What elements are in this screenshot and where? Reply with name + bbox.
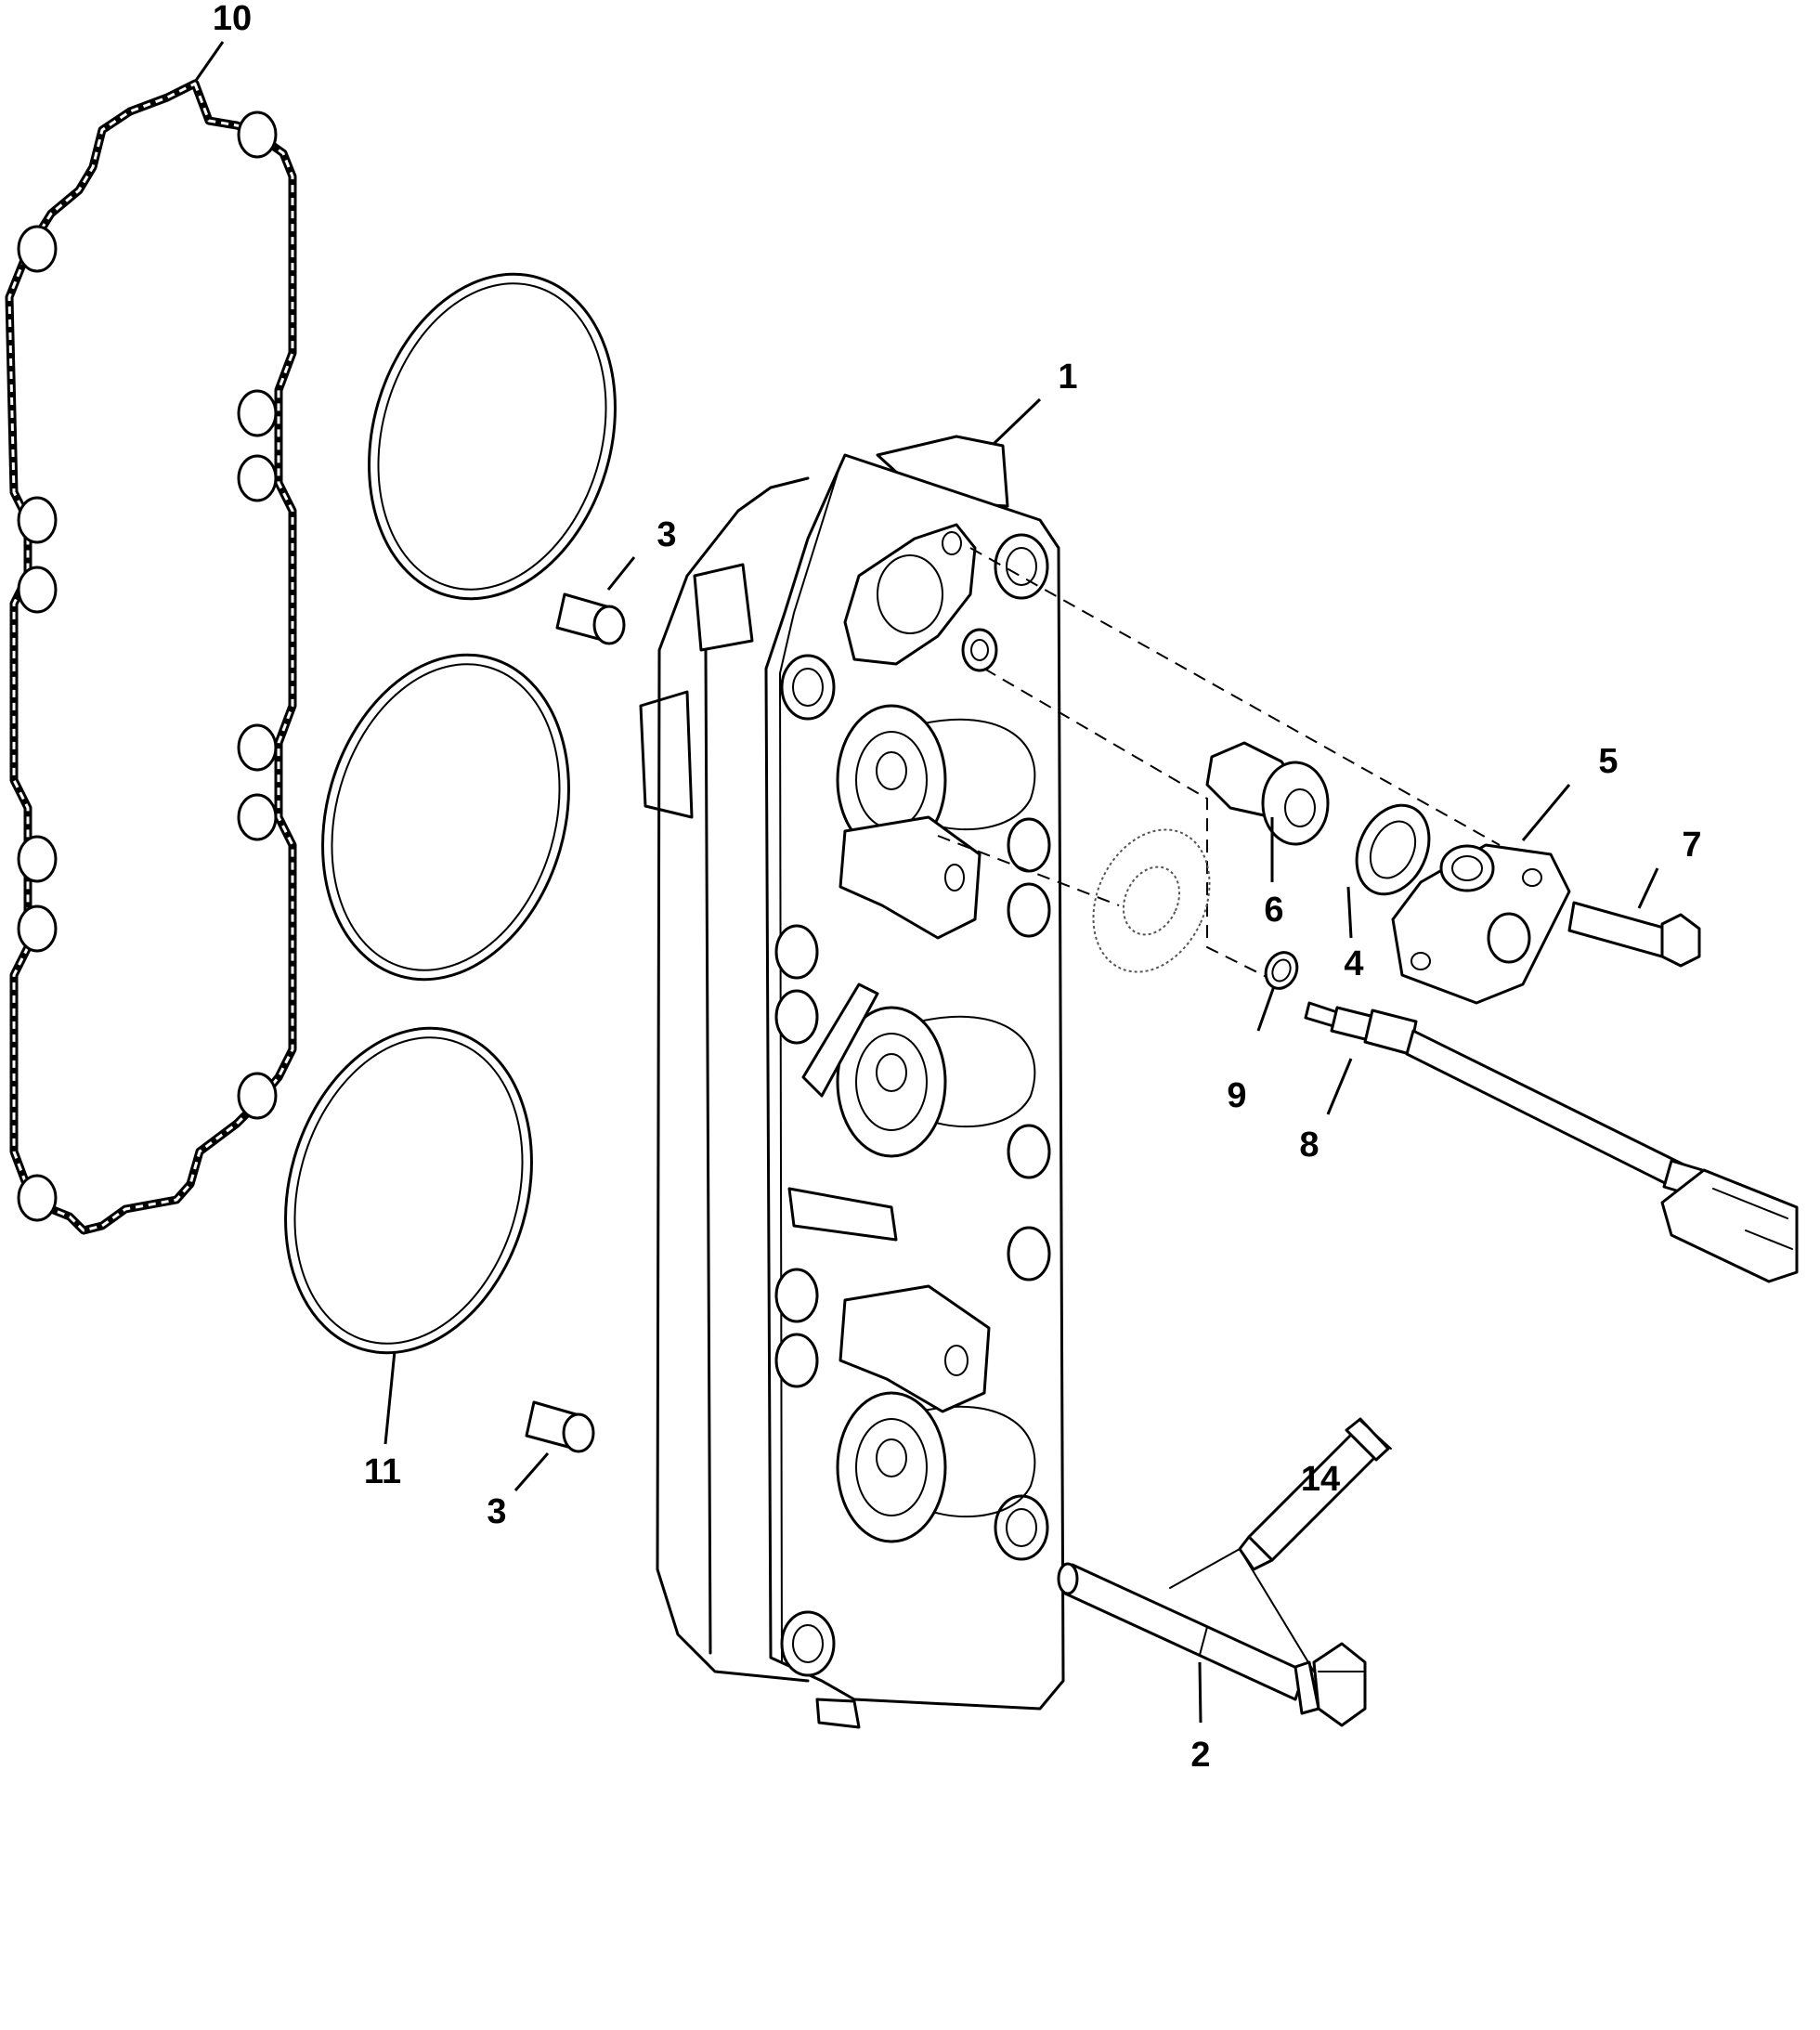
callout-labels: 10 1 3 5 7 6 4 9 8 11 3 14 2 — [213, 0, 1702, 1775]
gasket-bolt-holes — [17, 111, 278, 1222]
cover-lug-lower — [838, 1284, 991, 1413]
washer-part-9 — [1264, 951, 1299, 990]
temperature-sender-part-8 — [1304, 1001, 1799, 1283]
callout-6: 6 — [1264, 891, 1283, 930]
callout-3-lower: 3 — [487, 1492, 506, 1531]
callout-10: 10 — [213, 0, 252, 38]
callout-11: 11 — [364, 1452, 401, 1491]
cover-lug-upper — [838, 815, 982, 940]
callout-8: 8 — [1299, 1126, 1319, 1165]
callout-4: 4 — [1344, 944, 1363, 983]
cover-port-middle — [836, 1006, 1036, 1158]
cover-housing-part-1 — [639, 435, 1065, 1729]
o-rings-part-11 — [284, 272, 617, 1355]
callout-9: 9 — [1227, 1076, 1246, 1115]
assembly-dashed-lines — [937, 547, 1501, 985]
callout-leaders — [193, 41, 1659, 1724]
callout-14: 14 — [1301, 1460, 1340, 1499]
dowel-pin-upper — [555, 592, 626, 645]
cover-port-lower — [836, 1391, 1036, 1543]
sealant-application-lines — [1169, 1548, 1315, 1672]
sealant-tube-part-14 — [1238, 1417, 1392, 1571]
callout-1: 1 — [1058, 358, 1077, 397]
cover-passage-holes — [774, 817, 1051, 1388]
fitting-part-6 — [1205, 741, 1330, 846]
callout-2: 2 — [1190, 1736, 1210, 1775]
gasket-part-10 — [5, 79, 297, 1235]
washer-ghost — [1092, 828, 1211, 973]
dowel-pin-lower — [525, 1400, 595, 1453]
bolt-part-2 — [1057, 1562, 1367, 1727]
callout-7: 7 — [1682, 826, 1701, 865]
bolt-part-7 — [1567, 901, 1701, 968]
callout-3-upper: 3 — [656, 515, 676, 554]
cover-bolt-bosses — [780, 533, 1049, 1677]
callout-5: 5 — [1598, 742, 1618, 781]
sensor-bracket-part-5 — [1391, 843, 1571, 1005]
seal-part-4 — [1355, 803, 1431, 896]
